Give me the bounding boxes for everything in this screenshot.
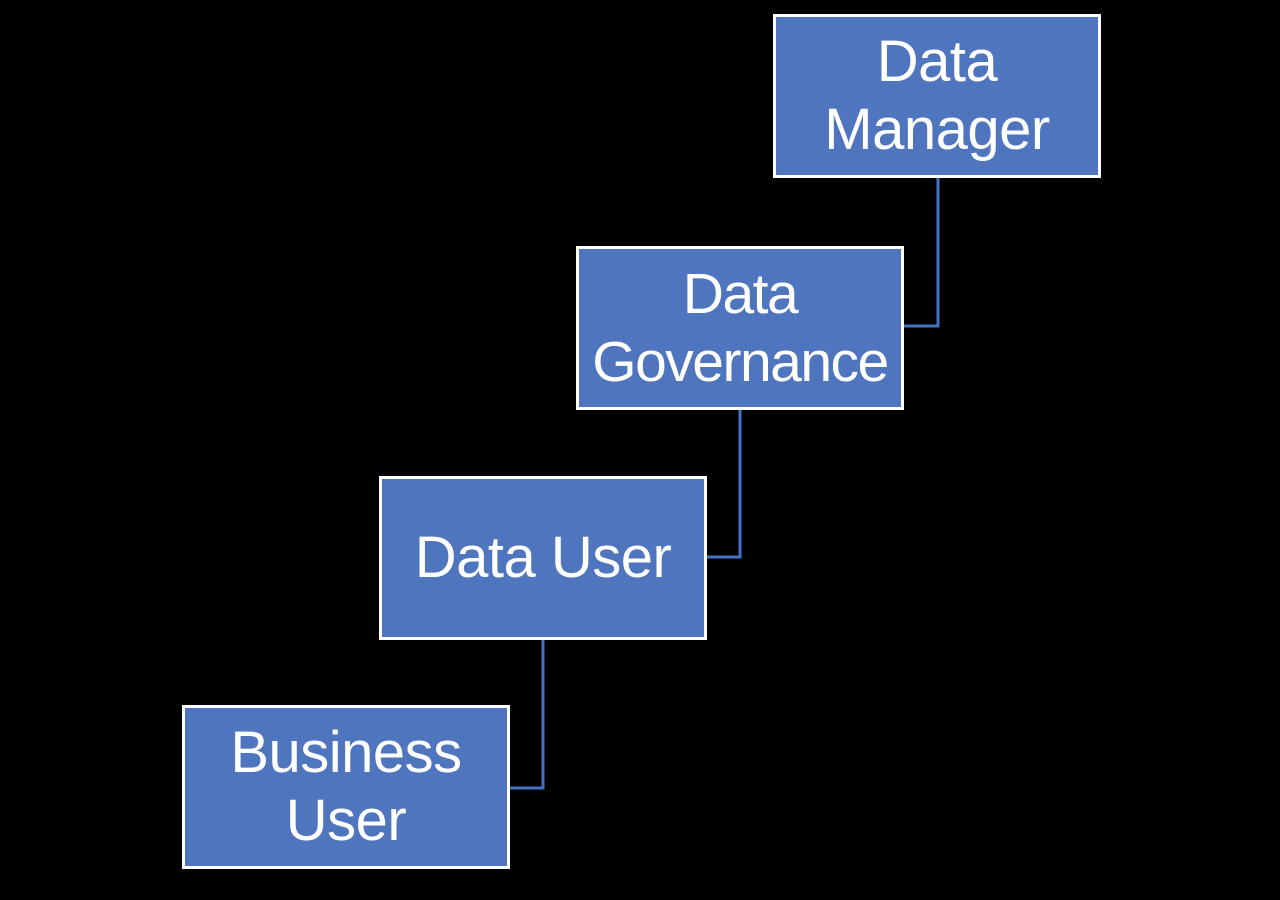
node-data-user[interactable]: Data User [379,476,707,640]
node-data-manager[interactable]: Data Manager [773,14,1101,178]
node-data-governance-label: Data Governance [592,262,889,394]
node-business-user-label: Business User [230,720,462,853]
connector-user-business [510,640,545,790]
node-data-user-label: Data User [414,525,672,590]
node-business-user[interactable]: Business User [182,705,510,869]
node-data-manager-label: Data Manager [824,29,1050,162]
connector-manager-governance [904,178,940,328]
node-data-governance[interactable]: Data Governance [576,246,904,410]
connector-governance-user [707,410,742,559]
